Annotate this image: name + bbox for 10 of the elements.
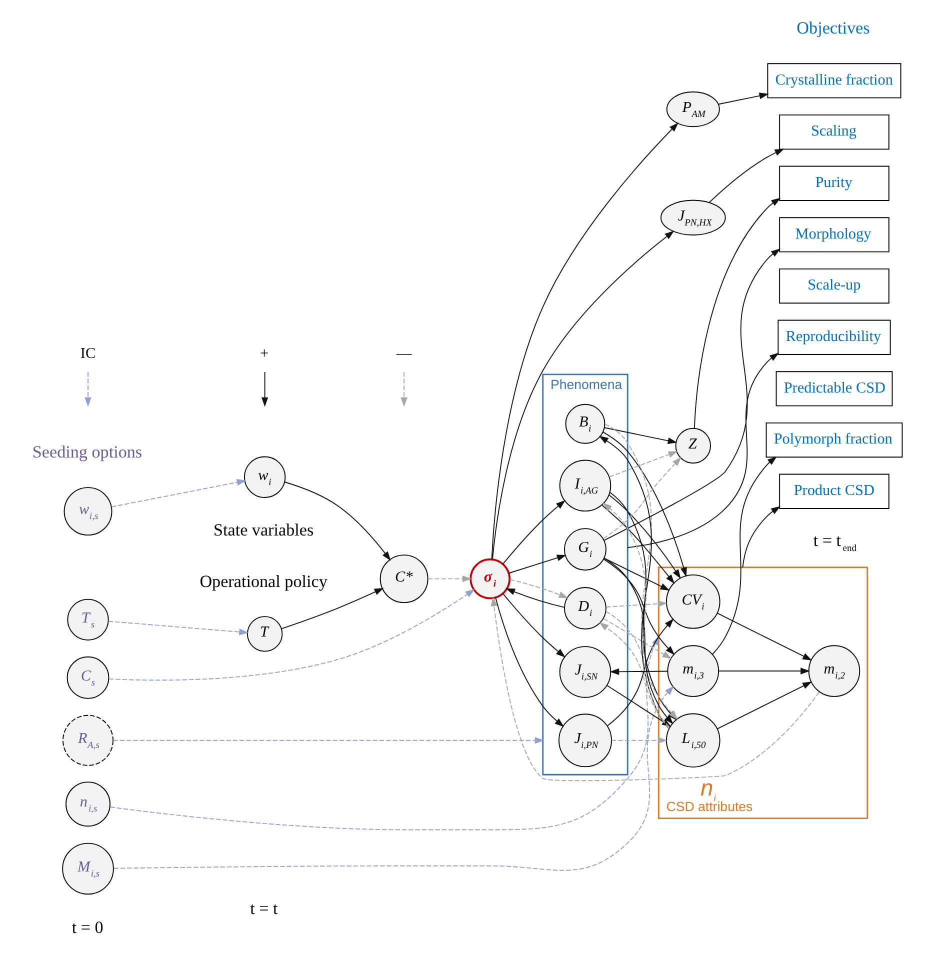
- label: Objectives: [796, 18, 870, 38]
- legend-label: +: [260, 345, 269, 362]
- label: State variables: [213, 520, 314, 540]
- label: t = 0: [72, 918, 104, 937]
- legend-label: —: [396, 345, 412, 362]
- legend-label: IC: [80, 345, 96, 362]
- label: Seeding options: [32, 442, 142, 462]
- label: t = t: [250, 898, 278, 918]
- label: Operational policy: [200, 572, 328, 591]
- label: t = t$_{end}$: [813, 530, 857, 554]
